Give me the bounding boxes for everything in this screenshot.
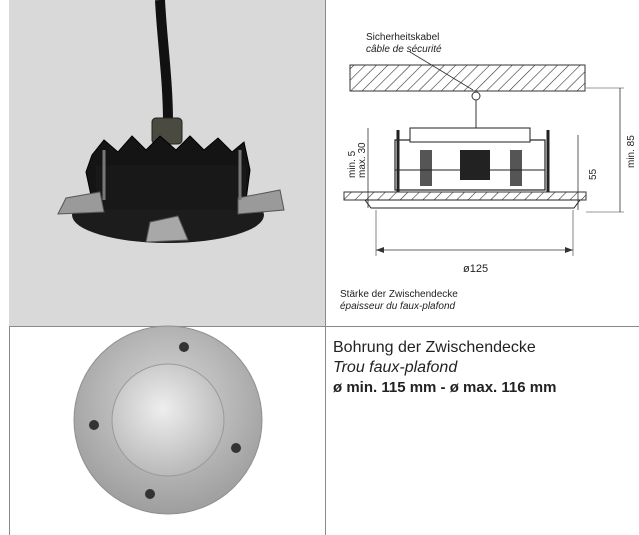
screw-hole (145, 489, 155, 499)
cutout-title-de: Bohrung der Zwischendecke (333, 339, 536, 356)
cutout-info: Bohrung der Zwischendecke Trou faux-plaf… (333, 338, 633, 398)
power-cable (155, 0, 173, 123)
cutout-spec: ø min. 115 mm - ø max. 116 mm (333, 379, 557, 396)
vertical-divider (325, 0, 326, 535)
diffuser-lens (111, 363, 225, 477)
left-border (9, 326, 10, 535)
cutout-info-cell (325, 327, 639, 535)
cutout-title-fr: Trou faux-plafond (333, 359, 458, 376)
safety-cable-label-fr: câble de sécurité (366, 44, 442, 55)
screw-hole (231, 443, 241, 453)
spring-clip-right (237, 189, 285, 215)
safety-cable-label-de: Sicherheitskabel (366, 32, 439, 43)
housing-core (96, 165, 246, 210)
diameter-label: ø125 (463, 263, 488, 275)
dim-min5-label: min. 5 (347, 150, 358, 178)
spring-clip-front (145, 215, 189, 243)
spring-clip-left (57, 191, 105, 215)
ceiling-thickness-label-fr: épaisseur du faux-plafond (340, 301, 456, 312)
fixture-flange (364, 199, 581, 209)
dim-min85-label: min. 85 (626, 135, 637, 168)
horizontal-divider (9, 326, 639, 327)
screw-hole (179, 342, 189, 352)
screw-hole (89, 420, 99, 430)
dim-55-label: 55 (588, 168, 599, 180)
ceiling-thickness-label-de: Stärke der Zwischendecke (340, 289, 458, 300)
dim-max30-label: max. 30 (357, 142, 368, 178)
